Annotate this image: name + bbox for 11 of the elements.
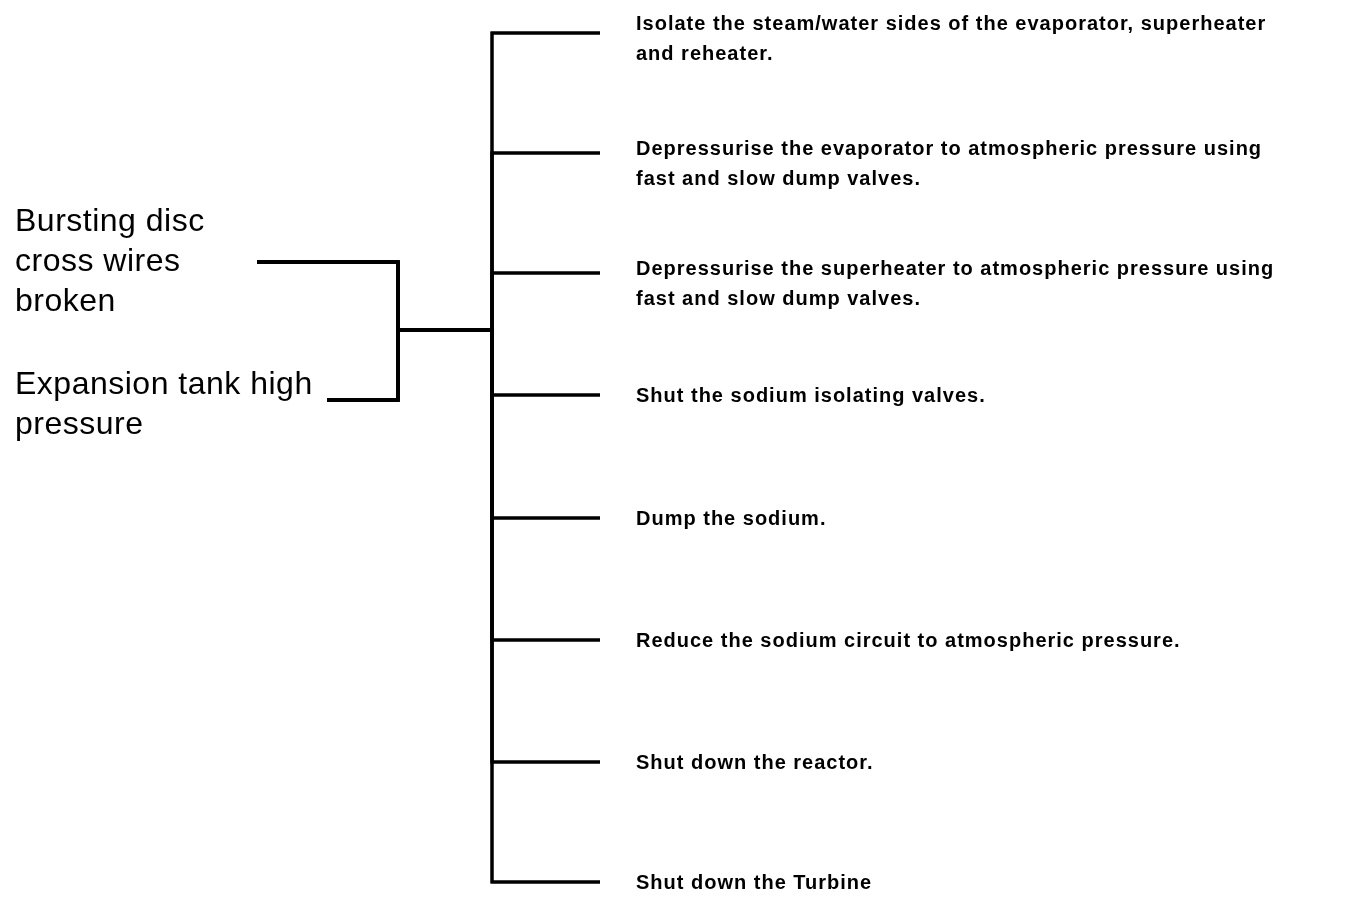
- action-text: Shut down the Turbine: [636, 870, 874, 895]
- action-text: Shut the sodium isolating valves.: [636, 383, 987, 408]
- action-text: Depressurise the superheater to atmospheric pressure using fast and slow dump valves.: [636, 256, 1276, 311]
- action-text: Dump the sodium.: [636, 506, 828, 531]
- connector-line: [327, 328, 600, 884]
- action-text: Shut down the reactor.: [636, 750, 875, 775]
- action-text: Isolate the steam/water sides of the evaporator, superheater and reheater.: [636, 11, 1268, 66]
- action-text: Reduce the sodium circuit to atmospheric pressure.: [636, 628, 1182, 653]
- action-text: Depressurise the evaporator to atmospheric pressure using fast and slow dump valves.: [636, 136, 1264, 191]
- condition-text: Bursting disc cross wires broken: [15, 201, 206, 320]
- condition-text: Expansion tank high pressure: [15, 364, 314, 443]
